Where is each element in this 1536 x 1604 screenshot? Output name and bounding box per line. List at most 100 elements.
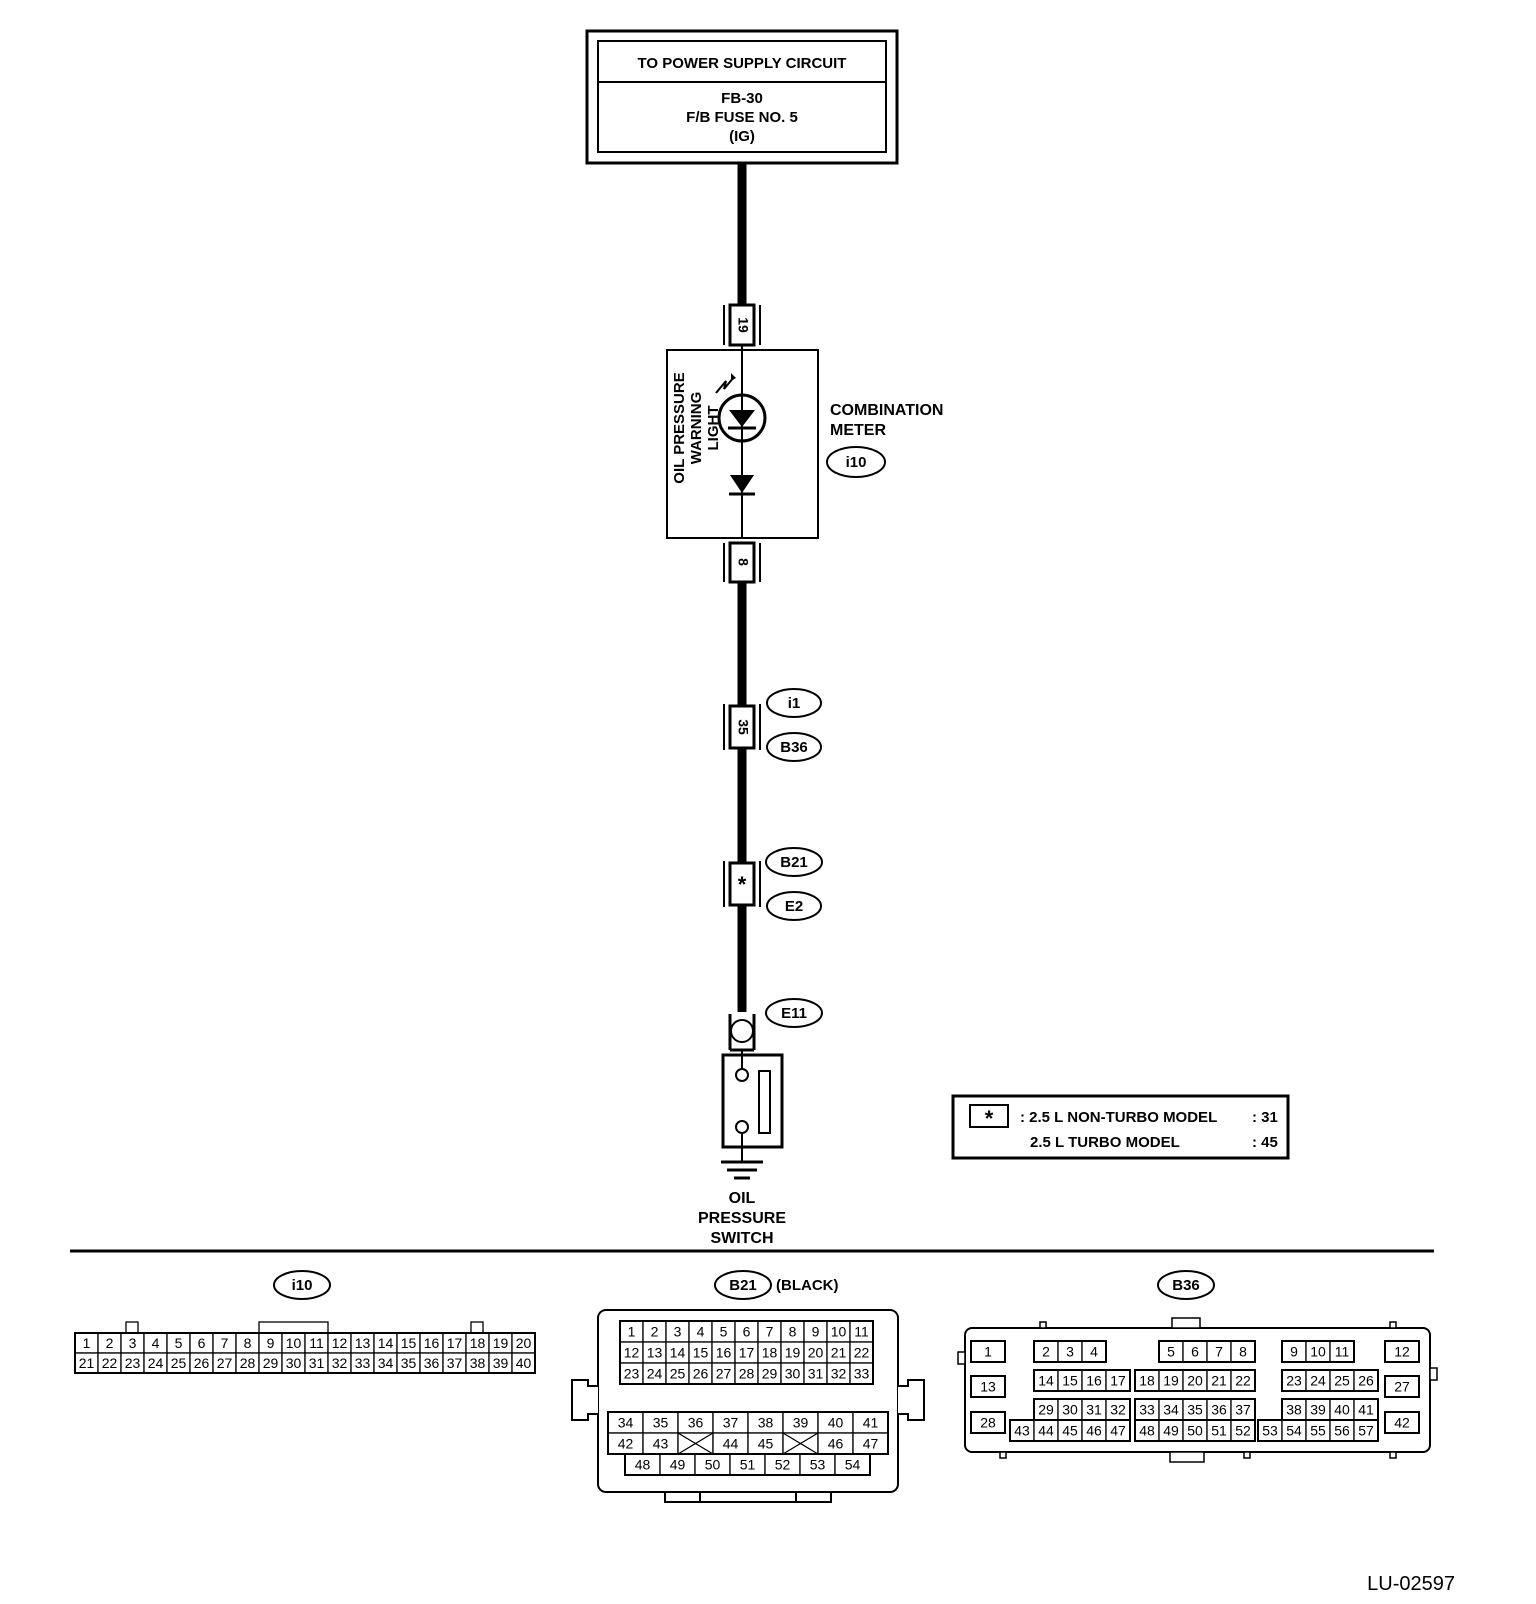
pin-cell: 28	[734, 1362, 759, 1385]
pin-cell: 14	[373, 1332, 398, 1354]
pin-cell: 55	[1305, 1419, 1331, 1442]
latch	[1171, 1317, 1201, 1329]
pin-number: 6	[198, 1335, 206, 1351]
pin-cell: 25	[1329, 1369, 1355, 1392]
pin-cell: 25	[166, 1352, 191, 1374]
pin-cell: 24	[1305, 1369, 1331, 1392]
terminal-pin-8: 8	[723, 541, 761, 584]
pin-number: 9	[812, 1324, 820, 1340]
pin-cell: 52	[764, 1453, 801, 1476]
pin-cell: 11	[304, 1332, 329, 1354]
pin-block	[1281, 1369, 1379, 1392]
pin-cell: 18	[465, 1332, 490, 1354]
pin-cell: 27	[711, 1362, 736, 1385]
pin-cell: 40	[1329, 1398, 1355, 1421]
pin-19-label: 19	[735, 317, 751, 333]
pin-number: 25	[670, 1366, 686, 1382]
pin-cell: 41	[852, 1411, 889, 1434]
pin-number: 47	[1110, 1423, 1126, 1439]
pin-cell: 30	[780, 1362, 805, 1385]
pin-block	[1281, 1340, 1355, 1363]
pin-cell: 3	[1057, 1340, 1083, 1363]
pin-cell: 11	[849, 1320, 874, 1343]
pin-cell: 10	[826, 1320, 851, 1343]
pin-number: 7	[1215, 1344, 1223, 1360]
pin-cell: 17	[1105, 1369, 1131, 1392]
terminal-pin-star: * B21 E2	[723, 847, 823, 921]
power-box-fuse-name: F/B FUSE NO. 5	[686, 109, 798, 126]
pin-number: 3	[674, 1324, 682, 1340]
pin-cell: 2	[1033, 1340, 1059, 1363]
pin-cell: 34	[1158, 1398, 1184, 1421]
pin-cell: 37	[712, 1411, 749, 1434]
pin-number: 20	[516, 1335, 532, 1351]
pin-cell: 15	[688, 1341, 713, 1364]
pin-number: 10	[831, 1324, 847, 1340]
pin-cell: 23	[619, 1362, 644, 1385]
pin-cell: 16	[711, 1341, 736, 1364]
pin-block	[1134, 1419, 1256, 1442]
pin-cell: 9	[1281, 1340, 1307, 1363]
pin-number: 42	[1394, 1415, 1410, 1431]
pin-cell: 43	[642, 1432, 679, 1455]
pin-cell: 53	[1257, 1419, 1283, 1442]
pin-number: 27	[1394, 1379, 1410, 1395]
pin-cell: 42	[607, 1432, 644, 1455]
pin-cell: 49	[659, 1453, 696, 1476]
pin-number: 19	[785, 1345, 801, 1361]
pin-cell: 36	[677, 1411, 714, 1434]
pin-cell: 9	[803, 1320, 828, 1343]
latch	[258, 1321, 329, 1334]
latch	[470, 1321, 484, 1334]
pin-cell: 47	[1105, 1419, 1131, 1442]
pin-number: 31	[808, 1366, 824, 1382]
pin-number: 18	[762, 1345, 778, 1361]
pin-cell: 8	[780, 1320, 805, 1343]
power-supply-box: TO POWER SUPPLY CIRCUIT FB-30 F/B FUSE N…	[585, 29, 899, 165]
pin-cell: 31	[803, 1362, 828, 1385]
pin-cell: 31	[1081, 1398, 1107, 1421]
pin-number: 26	[1358, 1373, 1374, 1389]
light-label-line3: LIGHT	[705, 406, 722, 451]
pin-number: 27	[716, 1366, 732, 1382]
pin-8-label: 8	[735, 558, 751, 566]
pin-cell: 26	[189, 1352, 214, 1374]
pin-cell: 42	[1384, 1411, 1420, 1434]
pin-cell: 1	[74, 1332, 99, 1354]
pin-cell: 46	[1081, 1419, 1107, 1442]
pin-number: 35	[401, 1355, 417, 1371]
footprint-i10-name: i10	[292, 1277, 313, 1294]
connector-i10-tag: i10	[846, 454, 867, 471]
pin-cell: 5	[711, 1320, 736, 1343]
pin-cell: 1	[970, 1340, 1006, 1363]
connector-outline	[74, 1332, 536, 1374]
pin-cell: 50	[694, 1453, 731, 1476]
pin-cell: 32	[327, 1352, 352, 1374]
pin-cell: 16	[1081, 1369, 1107, 1392]
pin-number: 22	[102, 1355, 118, 1371]
pin-number: 5	[720, 1324, 728, 1340]
pin-number: 34	[378, 1355, 394, 1371]
pin-number: 43	[1014, 1423, 1030, 1439]
light-label-line1: OIL PRESSURE	[671, 372, 688, 483]
pin-block	[1033, 1340, 1107, 1363]
pin-number: 51	[740, 1457, 756, 1473]
pin-number: 13	[355, 1335, 371, 1351]
pin-number: 30	[286, 1355, 302, 1371]
pin-number: 40	[1334, 1402, 1350, 1418]
connector-i1-tag: i1	[788, 695, 801, 712]
pin-cell: 44	[1033, 1419, 1059, 1442]
pin-number: 6	[1191, 1344, 1199, 1360]
pin-block	[1009, 1419, 1131, 1442]
oil-pressure-switch: E11	[721, 998, 823, 1162]
pin-number: 32	[332, 1355, 348, 1371]
pin-number: 8	[1239, 1344, 1247, 1360]
pin-number: 46	[1086, 1423, 1102, 1439]
pin-number: 19	[493, 1335, 509, 1351]
pin-number: 44	[1038, 1423, 1054, 1439]
terminal-pin-19: 19	[723, 303, 761, 347]
pin-cell: 27	[1384, 1375, 1420, 1398]
pin-number: 11	[1335, 1344, 1350, 1360]
connector-e2-tag: E2	[785, 898, 803, 915]
